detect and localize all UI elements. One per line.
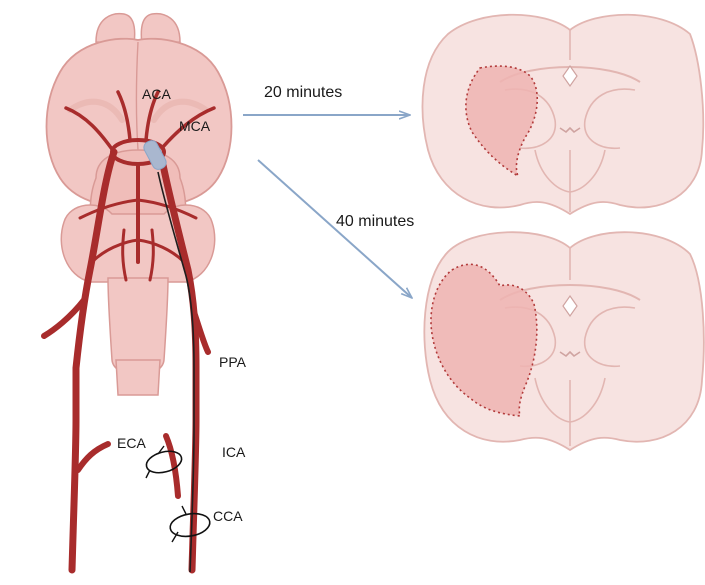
left-external-carotid [78,444,108,470]
coronal-section-20-minutes [423,15,704,214]
right-external-carotid [166,436,178,496]
label-ppa: PPA [219,354,247,370]
label-cca: CCA [213,508,243,524]
label-ica: ICA [222,444,246,460]
section-outline [423,15,704,214]
arrow-20-minutes-label: 20 minutes [264,84,342,101]
spinal-cord [116,360,160,395]
label-mca: MCA [179,118,211,134]
label-aca: ACA [142,86,171,102]
label-eca: ECA [117,435,146,451]
arrow-40-minutes-label: 40 minutes [336,213,414,230]
coronal-section-40-minutes [424,232,703,450]
